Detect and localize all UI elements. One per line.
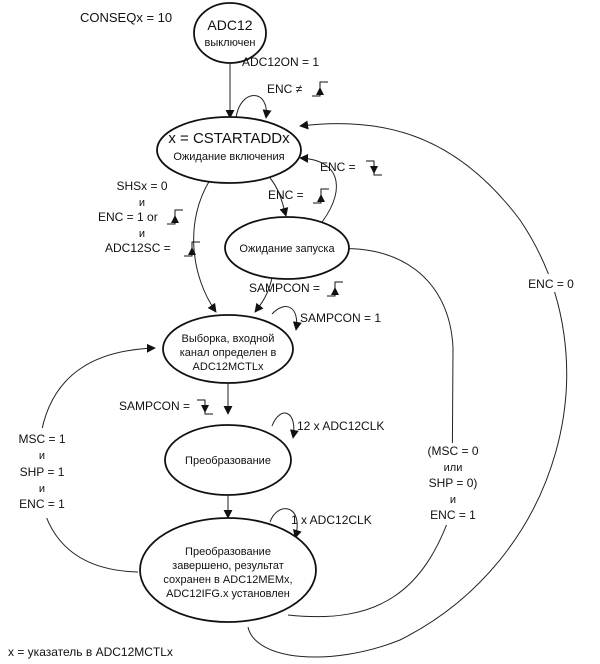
state-adc12-off	[193, 2, 267, 64]
state-sample-line3: ADC12MCTLx	[193, 361, 264, 373]
rising-edge-icon	[311, 81, 329, 97]
state-done-line1: Преобразование	[185, 546, 271, 558]
label-shs-line4: и	[139, 228, 145, 240]
rising-edge-icon	[166, 209, 184, 225]
edge-clk1-loop	[269, 508, 302, 539]
state-done-line3: сохранен в ADC12MEMx,	[163, 574, 292, 586]
rising-edge-icon	[312, 188, 330, 204]
label-msc-line2: и	[39, 450, 45, 462]
state-sample	[162, 314, 294, 384]
label-msc-line4: и	[39, 483, 45, 495]
state-wait-enable-line1: x = CSTARTADDx	[168, 130, 290, 147]
state-done	[139, 517, 317, 623]
label-clk12: 12 x ADC12CLK	[297, 419, 384, 433]
state-adc12-off-line2: выключен	[204, 37, 255, 49]
footnote: x = указатель в ADC12MCTLx	[8, 645, 173, 659]
edge-sampcon-1-loop	[271, 306, 302, 331]
rising-edge-icon	[326, 281, 344, 297]
label-msc-line1: MSC = 1	[18, 432, 65, 446]
falling-edge-icon	[196, 399, 214, 415]
label-sampcon-1: SAMPCON = 1	[300, 311, 381, 325]
label-msc-line3: SHP = 1	[20, 465, 65, 479]
state-wait-trigger	[224, 216, 350, 280]
state-adc12-off-line1: ADC12	[207, 17, 252, 33]
mode-label: CONSEQx = 10	[80, 10, 172, 25]
state-done-line4: ADC12IFG.x установлен	[166, 588, 290, 600]
rising-edge-icon	[183, 241, 201, 257]
edge-wait-trigger-to-wait-enable	[299, 153, 337, 228]
state-wait-trigger-line1: Ожидание запуска	[239, 243, 335, 255]
label-sampcon-rise: SAMPCON =	[249, 281, 320, 295]
label-shs-line3: ENC = 1 or	[98, 210, 158, 224]
label-sampcon-fall: SAMPCON =	[119, 399, 190, 413]
label-clk1: 1 x ADC12CLK	[291, 513, 372, 527]
label-bg	[420, 443, 486, 525]
edge-wait-trigger-to-sample	[254, 277, 273, 313]
label-bg	[12, 428, 70, 518]
label-shs-line1: SHSx = 0	[116, 179, 167, 193]
label-enc-not-rise: ENC ≠	[267, 82, 303, 96]
state-wait-enable-line2: Ожидание включения	[173, 151, 284, 163]
label-adc12on: ADC12ON = 1	[242, 55, 319, 69]
label-back-line3: SHP = 0)	[429, 476, 478, 490]
edge-enc-not-rise-loop	[235, 95, 272, 119]
state-convert-line1: Преобразование	[185, 455, 271, 467]
edge-done-to-wait-enable-enc0	[247, 120, 568, 658]
label-msc-line5: ENC = 1	[19, 497, 65, 511]
label-shs-line2: и	[139, 197, 145, 209]
edge-clk12-loop	[271, 412, 299, 439]
label-back-line4: и	[450, 494, 456, 506]
state-convert	[164, 424, 292, 496]
state-sample-line1: Выборка, входной	[182, 333, 275, 345]
label-shs-line5: ADC12SC =	[105, 241, 171, 255]
label-enc-rise: ENC =	[268, 188, 304, 202]
edge-wait-enable-to-sample	[193, 179, 217, 313]
label-enc0: ENC = 0	[528, 277, 574, 291]
state-done-line2: завершено, результат	[172, 560, 284, 572]
state-sample-line2: канал определен в	[180, 347, 277, 359]
label-back-line2: или	[444, 462, 463, 474]
edge-wait-enable-to-wait-trigger	[269, 177, 289, 217]
label-bg	[520, 274, 582, 292]
label-back-line1: (MSC = 0	[427, 444, 478, 458]
label-back-line5: ENC = 1	[430, 508, 476, 522]
label-enc-fall: ENC =	[320, 160, 356, 174]
falling-edge-icon	[365, 160, 383, 176]
state-wait-enable	[156, 116, 302, 184]
